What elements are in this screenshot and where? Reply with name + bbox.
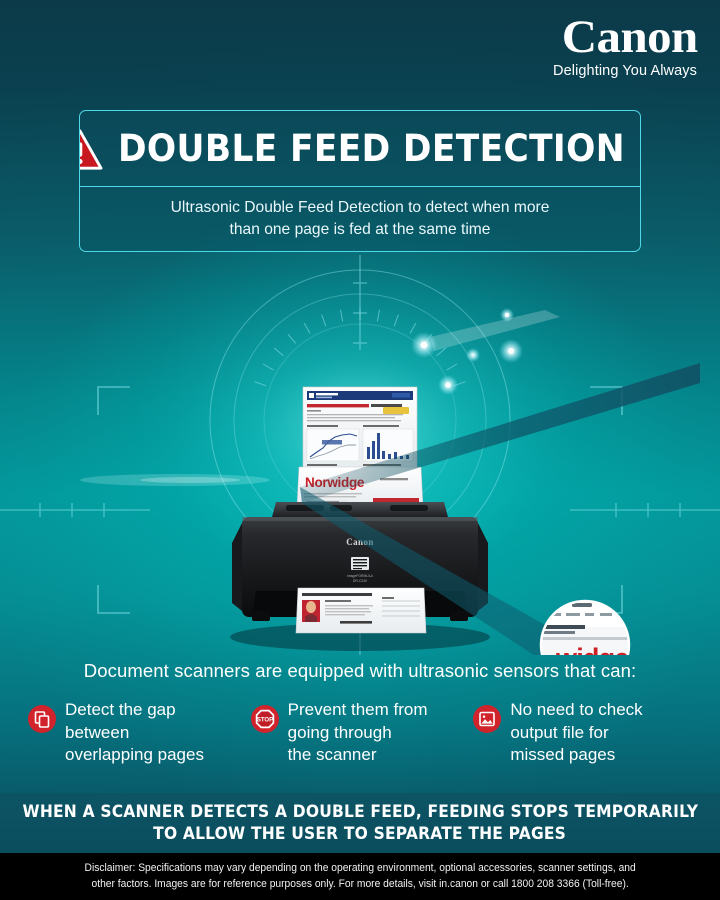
feature-line-3: overlapping pages [65,745,204,765]
subtitle-line-1: Ultrasonic Double Feed Detection to dete… [170,198,550,216]
feature-text: Prevent them from going through the scan… [288,699,428,767]
feature-line-2: output file for [510,722,609,742]
feature-item-detect-gap: Detect the gap between overlapping pages [28,699,247,767]
features-row: Detect the gap between overlapping pages… [0,699,720,767]
feature-line-3: missed pages [510,745,616,765]
scanner-device: Canon imageFORMULA DR-C240 [230,502,490,651]
svg-text:STOP: STOP [257,717,273,723]
canon-tagline: Delighting You Always [553,63,697,79]
light-streak [80,474,270,486]
title-row: DOUBLE FEED DETECTION [80,111,640,187]
banner-line-1: WHEN A SCANNER DETECTS A DOUBLE FEED, FE… [22,802,698,822]
feature-line-3: the scanner [287,745,377,765]
disclaimer-bar: Disclaimer: Specifications may vary depe… [0,853,720,900]
warning-triangle-icon [80,128,103,170]
scan-beam [300,363,700,503]
page-title: DOUBLE FEED DETECTION [117,127,625,170]
svg-text:widge: widge [555,643,629,655]
bottom-banner: WHEN A SCANNER DETECTS A DOUBLE FEED, FE… [0,793,720,853]
stop-sign-icon: STOP [250,705,279,733]
feature-item-no-check: No need to check output file for missed … [473,699,692,767]
magnifier-lens: widge [300,487,631,655]
header: Canon Delighting You Always [0,0,720,96]
banner-line-2: TO ALLOW THE USER TO SEPARATE THE PAGES [153,824,567,843]
svg-text:DR-C240: DR-C240 [353,579,367,583]
disclaimer-text: Disclaimer: Specifications may vary depe… [61,861,659,893]
disclaimer-line-1: Disclaimer: Specifications may vary depe… [84,861,636,874]
title-box: DOUBLE FEED DETECTION Ultrasonic Double … [79,110,641,252]
lens-sparkles [411,308,560,395]
svg-text:imageFORMULA: imageFORMULA [347,574,374,578]
features-heading: Document scanners are equipped with ultr… [83,660,637,681]
disclaimer-line-2: other factors. Images are for reference … [91,877,629,890]
features-section: Document scanners are equipped with ultr… [0,660,720,767]
feature-line-1: No need to check [510,700,643,719]
feature-text: No need to check output file for missed … [510,699,642,767]
svg-text:Canon: Canon [346,537,374,547]
feature-text: Detect the gap between overlapping pages [65,699,204,767]
canon-logo: Canon [562,11,698,63]
feature-line-2: going through [287,722,392,742]
image-file-icon [473,705,502,733]
subtitle-line-2: than one page is fed at the same time [229,221,491,238]
tick-ring [254,308,466,387]
feature-line-1: Detect the gap [65,700,176,719]
page-subtitle: Ultrasonic Double Feed Detection to dete… [80,187,640,251]
feature-item-prevent-feed: STOP Prevent them from going through the… [250,699,470,767]
scanner-scene: Norwidge [0,255,720,655]
feature-line-1: Prevent them from [287,700,428,719]
copy-pages-icon [28,705,56,733]
hero-scanner-illustration: Norwidge [0,255,720,655]
feature-line-2: between [65,722,130,742]
